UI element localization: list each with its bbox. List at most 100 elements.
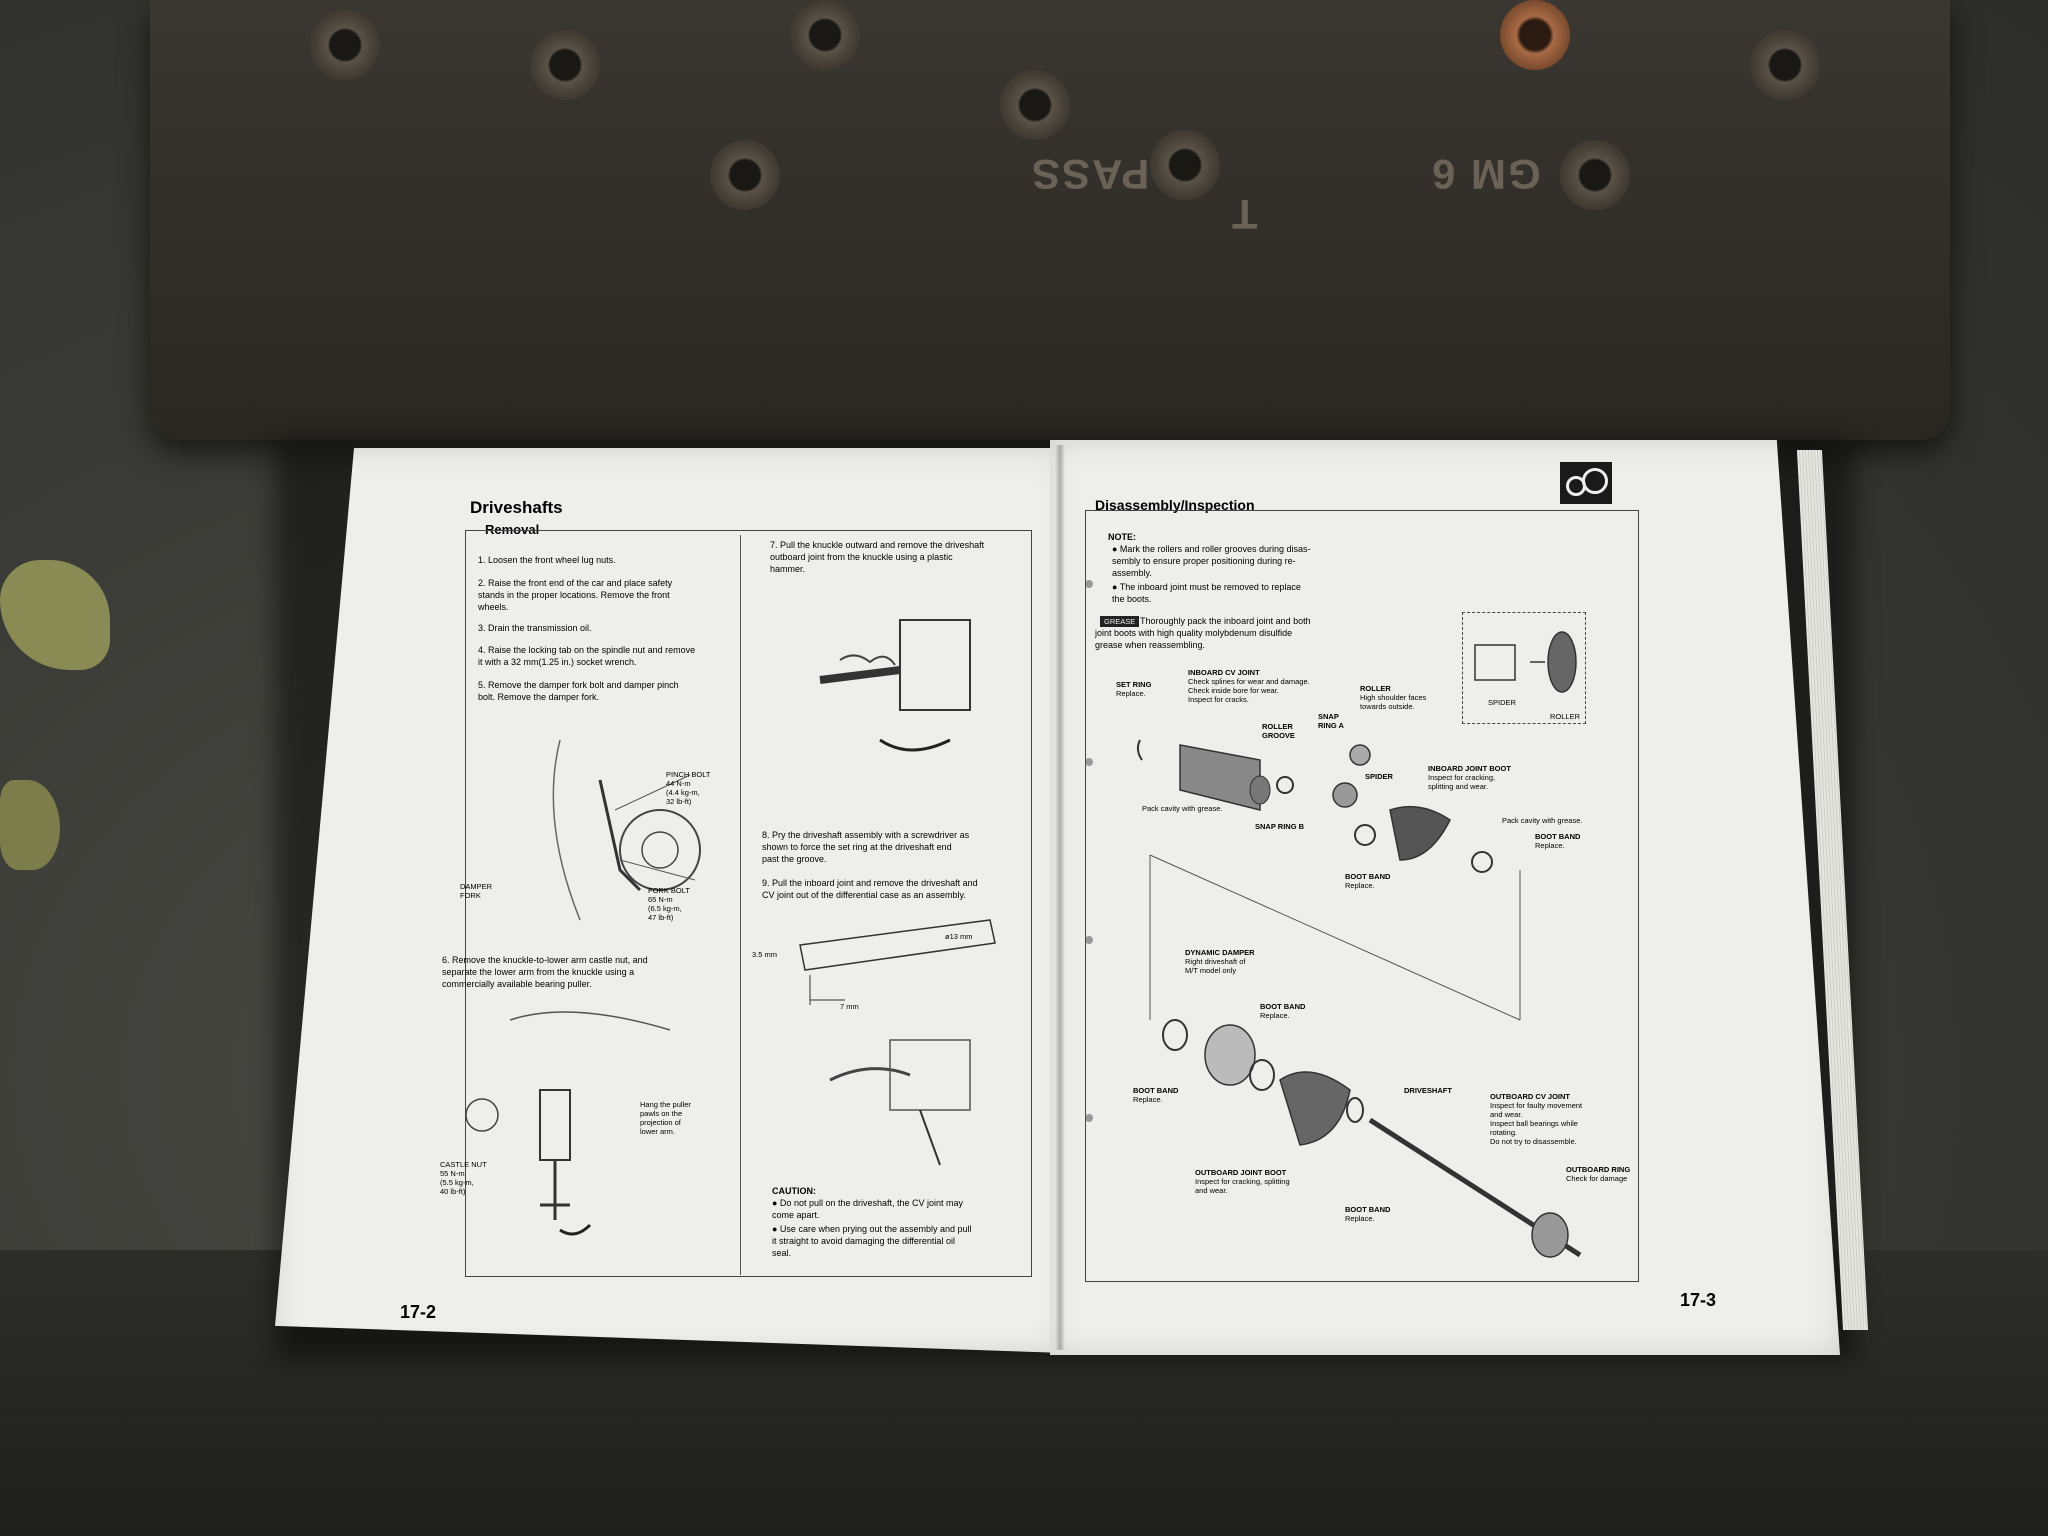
pack-cavity-label: Pack cavity with grease. xyxy=(1142,804,1223,813)
castle-nut-label: CASTLE NUT xyxy=(440,1160,487,1169)
roller-label: ROLLER xyxy=(1360,684,1391,693)
cast-mark: T xyxy=(1230,191,1258,238)
content-frame xyxy=(465,530,1032,1277)
step-line: outboard joint from the knuckle using a … xyxy=(770,552,953,562)
step-line: 5. Remove the damper fork bolt and dampe… xyxy=(478,680,679,690)
boot-band-label: Replace. xyxy=(1535,841,1565,850)
cast-mark: PASS xyxy=(1030,151,1150,198)
dynamic-damper-label: DYNAMIC DAMPER xyxy=(1185,948,1255,957)
head-port xyxy=(1750,30,1820,100)
dimension-label: 3.5 mm xyxy=(752,950,778,959)
pinch-bolt-label: 44 N-m xyxy=(666,779,691,788)
outboard-boot-label: and wear. xyxy=(1195,1186,1228,1195)
inboard-boot-label: INBOARD JOINT BOOT xyxy=(1428,764,1511,773)
step-line: CV joint out of the differential case as… xyxy=(762,890,966,900)
pack-cavity-label: Pack cavity with grease. xyxy=(1502,816,1583,825)
pinch-bolt-label: PINCH BOLT xyxy=(666,770,711,779)
spider-detail-label: SPIDER xyxy=(1488,698,1516,707)
step-line: bolt. Remove the damper fork. xyxy=(478,692,600,702)
outboard-boot-label: Inspect for cracking, splitting xyxy=(1195,1177,1290,1186)
outboard-cv-label: rotating. xyxy=(1490,1128,1518,1137)
screwdriver-diagram xyxy=(799,919,996,1005)
outboard-boot-label: OUTBOARD JOINT BOOT xyxy=(1195,1168,1287,1177)
shaft-perspective-lines xyxy=(1149,854,1521,1021)
head-port xyxy=(1560,140,1630,210)
outboard-cv-label: and wear. xyxy=(1490,1110,1523,1119)
boot-band-label: BOOT BAND xyxy=(1260,1002,1306,1011)
head-port xyxy=(1500,0,1570,70)
inboard-joint-exploded-diagram xyxy=(1136,739,1493,873)
fork-bolt-label: 47 lb-ft) xyxy=(648,913,674,922)
outboard-cv-label: Inspect ball bearings while xyxy=(1490,1119,1578,1128)
hang-puller-label: pawls on the xyxy=(640,1109,683,1118)
cylinder-head: PASS GM 6 T xyxy=(150,0,1950,440)
note-line: the boots. xyxy=(1112,594,1152,604)
pinch-bolt-label: (4.4 kg-m, xyxy=(666,788,700,797)
cast-mark: GM 6 xyxy=(1430,151,1541,198)
note-line: ● Mark the rollers and roller grooves du… xyxy=(1112,544,1311,554)
step-line: 7. Pull the knuckle outward and remove t… xyxy=(770,540,985,550)
step-line: shown to force the set ring at the drive… xyxy=(762,842,952,852)
hang-puller-label: lower arm. xyxy=(640,1127,676,1136)
step-line: 9. Pull the inboard joint and remove the… xyxy=(762,878,978,888)
step-line: 4. Raise the locking tab on the spindle … xyxy=(478,645,696,655)
driveshaft-pry-diagram xyxy=(829,1039,971,1166)
page-number: 17-3 xyxy=(1680,1290,1717,1310)
note-line: assembly. xyxy=(1112,568,1152,578)
fork-bolt-label: (6.5 kg-m, xyxy=(648,904,682,913)
castle-nut-label: (5.5 kg-m, xyxy=(440,1178,474,1187)
note-line: sembly to ensure proper positioning duri… xyxy=(1112,556,1296,566)
boot-band-label: BOOT BAND xyxy=(1345,1205,1391,1214)
hang-puller-label: projection of xyxy=(640,1118,681,1127)
step-line: 3. Drain the transmission oil. xyxy=(478,623,592,633)
outboard-cv-label: OUTBOARD CV JOINT xyxy=(1490,1092,1571,1101)
note-line: ● The inboard joint must be removed to r… xyxy=(1112,582,1301,592)
pinch-bolt-label: 32 lb-ft) xyxy=(666,797,692,806)
caution-line: it straight to avoid damaging the differ… xyxy=(772,1236,955,1246)
inboard-cv-label: INBOARD CV JOINT xyxy=(1188,668,1260,677)
inboard-cv-label: Check splines for wear and damage. xyxy=(1188,677,1310,686)
damper-fork-label: DAMPER xyxy=(460,882,493,891)
inboard-boot-label: Inspect for cracking, xyxy=(1428,773,1496,782)
step-line: commercially available bearing puller. xyxy=(442,979,592,989)
boot-band-label: Replace. xyxy=(1345,881,1375,890)
boot-band-label: BOOT BAND xyxy=(1345,872,1391,881)
castle-nut-label: 40 lb-ft) xyxy=(440,1187,466,1196)
step-line: hammer. xyxy=(770,564,806,574)
dimension-label: ø13 mm xyxy=(945,932,973,941)
spider-label: SPIDER xyxy=(1365,772,1393,781)
spider-roller-detail-diagram xyxy=(1474,631,1577,693)
column-divider xyxy=(740,535,741,1275)
grease-tag: GREASE xyxy=(1100,616,1140,627)
grease-note-line: Thoroughly pack the inboard joint and bo… xyxy=(1140,616,1311,626)
castle-nut-label: 55 N-m xyxy=(440,1169,465,1178)
outboard-ring-label: OUTBOARD RING xyxy=(1566,1165,1631,1174)
set-ring-label: SET RING xyxy=(1116,680,1152,689)
step-line: 2. Raise the front end of the car and pl… xyxy=(478,578,673,588)
rag-scrap xyxy=(0,780,60,870)
content-frame xyxy=(1085,510,1639,1282)
gears-icon xyxy=(1560,462,1612,504)
subsection-title: Removal xyxy=(485,522,540,537)
binding-marks xyxy=(1085,580,1093,1260)
step-line: 6. Remove the knuckle-to-lower arm castl… xyxy=(442,955,648,965)
caution-line: ● Do not pull on the driveshaft, the CV … xyxy=(772,1198,964,1208)
driveshaft-label: DRIVESHAFT xyxy=(1404,1086,1452,1095)
outboard-joint-exploded-diagram xyxy=(1162,1019,1582,1258)
snap-ring-b-label: SNAP RING B xyxy=(1255,822,1305,831)
outboard-cv-label: Inspect for faulty movement xyxy=(1490,1101,1583,1110)
grease-note-line: joint boots with high quality molybdenum… xyxy=(1095,628,1293,638)
step-line: separate the lower arm from the knuckle … xyxy=(442,967,635,977)
page-number: 17-2 xyxy=(400,1302,437,1322)
book-gutter xyxy=(1055,445,1065,1350)
snap-ring-a-label: RING A xyxy=(1318,721,1344,730)
caution-title: CAUTION: xyxy=(772,1186,816,1196)
note-title: NOTE: xyxy=(1108,532,1136,542)
outboard-ring-label: Check for damage xyxy=(1566,1174,1628,1183)
fork-bolt-label: 65 N-m xyxy=(648,895,673,904)
caution-line: seal. xyxy=(772,1248,792,1258)
snap-ring-a-label: SNAP xyxy=(1318,712,1339,721)
head-port xyxy=(710,140,780,210)
section-title: Disassembly/Inspection xyxy=(1095,497,1255,513)
head-port xyxy=(790,0,860,70)
